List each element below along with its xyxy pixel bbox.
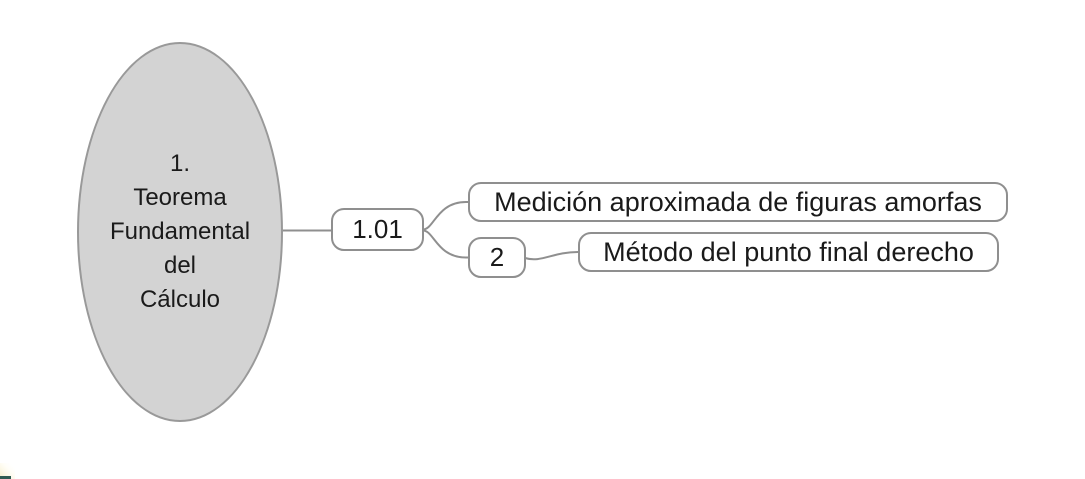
node-2-label: 2 bbox=[489, 242, 505, 272]
node-metodo-punto-final[interactable]: Método del punto final derecho bbox=[578, 232, 999, 272]
root-node-line: Cálculo bbox=[139, 286, 221, 313]
connector-topic-to-child-upper bbox=[422, 201, 469, 231]
node-metodo-punto-final-label: Método del punto final derecho bbox=[603, 236, 974, 267]
node-medicion-aproximada-label: Medición aproximada de figuras amorfas bbox=[494, 186, 982, 217]
root-node-line: Teorema bbox=[133, 184, 227, 211]
connector-index-to-child bbox=[524, 251, 579, 261]
node-1-01-label: 1.01 bbox=[352, 214, 403, 244]
root-node-line: del bbox=[163, 252, 197, 279]
root-node-line: 1. bbox=[169, 150, 190, 177]
node-1-01[interactable]: 1.01 bbox=[331, 208, 424, 251]
clipped-corner-artifact-bar bbox=[0, 476, 11, 479]
clipped-corner-artifact bbox=[0, 463, 15, 479]
node-medicion-aproximada[interactable]: Medición aproximada de figuras amorfas bbox=[468, 182, 1008, 222]
node-2[interactable]: 2 bbox=[468, 237, 526, 278]
connector-topic-to-child-lower bbox=[422, 229, 469, 259]
root-node-teorema-fundamental[interactable]: 1. Teorema Fundamental del Cálculo bbox=[77, 42, 283, 422]
root-node-line: Fundamental bbox=[109, 218, 251, 245]
